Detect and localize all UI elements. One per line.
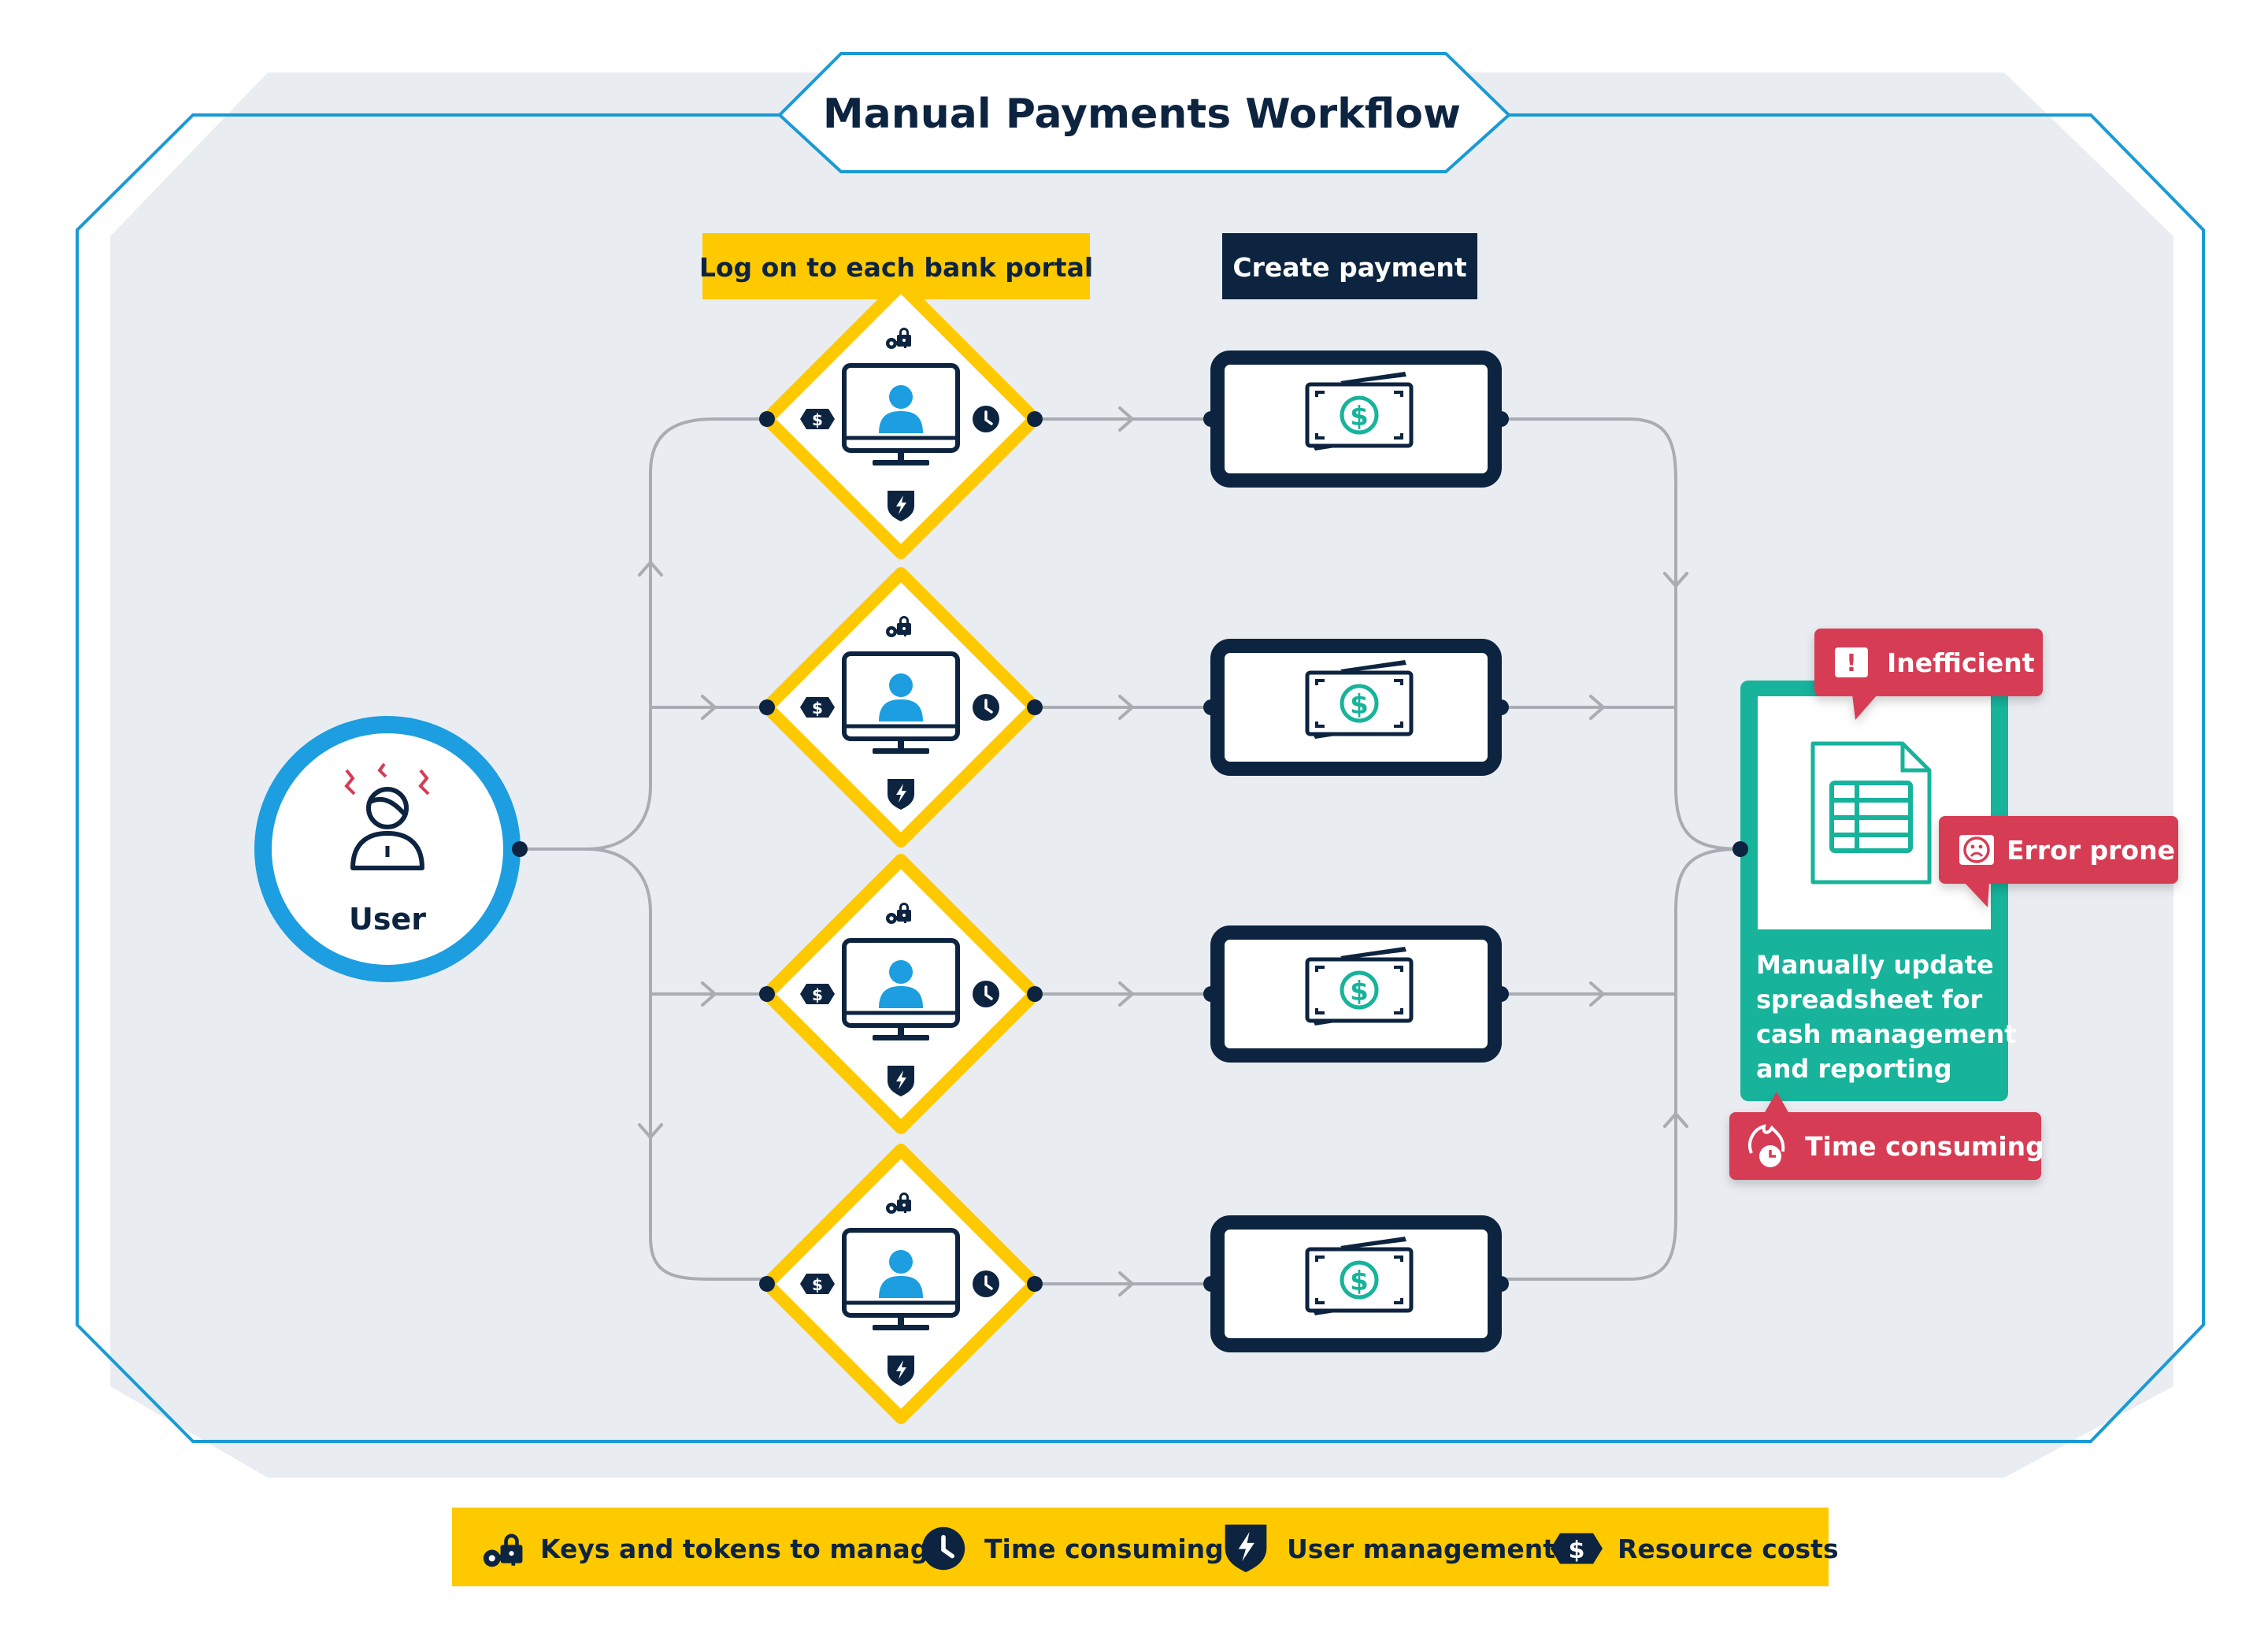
clock-icon xyxy=(922,1527,965,1570)
legend-user-management: User management xyxy=(1225,1524,1555,1573)
svg-text:Manually update spreadsh: Manually update spreadsheet for cash man… xyxy=(1756,950,2025,1084)
user-node: User xyxy=(254,716,528,982)
svg-text:Time consuming: Time consuming xyxy=(984,1534,1224,1564)
legend-resource-costs: Resource costs xyxy=(1551,1533,1839,1564)
alert-icon: ! xyxy=(1846,650,1857,677)
spreadsheet-text-line-3: cash management xyxy=(1756,1019,2017,1049)
spreadsheet-node: Manually update spreadsheet for cash man… xyxy=(1732,681,2025,1101)
burnout-clock-icon xyxy=(1748,1124,1785,1167)
svg-text:Error prone: Error prone xyxy=(2007,835,2175,866)
callout-error-prone: Error prone xyxy=(1939,816,2178,907)
sad-face-icon xyxy=(1963,836,1990,863)
title-banner: Manual Payments Workflow xyxy=(777,52,1511,173)
payment-card-3 xyxy=(1203,933,1509,1055)
stressed-user-icon xyxy=(344,762,430,870)
spreadsheet-icon xyxy=(1810,741,1932,885)
legend-keys: Keys and tokens to manage xyxy=(483,1534,947,1567)
frame-background xyxy=(110,72,2174,1478)
svg-text:Inefficient: Inefficient xyxy=(1887,647,2035,678)
svg-text:User management: User management xyxy=(1287,1534,1555,1564)
svg-text:Create payment: Create payment xyxy=(1232,252,1466,283)
user-label: User xyxy=(349,902,426,937)
connector-lines xyxy=(520,417,1741,1285)
spreadsheet-text-line-2: spreadsheet for xyxy=(1756,985,1983,1014)
svg-text:Resource costs: Resource costs xyxy=(1618,1534,1839,1564)
page-title: Manual Payments Workflow xyxy=(823,91,1461,138)
callout-time-consuming: Time consuming xyxy=(1729,1092,2044,1180)
payment-card-4 xyxy=(1203,1222,1509,1345)
create-payment-label: Create payment xyxy=(1222,233,1477,299)
callout-inefficient: ! Inefficient xyxy=(1814,629,2043,720)
payment-card-1 xyxy=(1203,358,1509,480)
dollar-icon xyxy=(1551,1533,1603,1564)
svg-text:Keys and tokens to manage: Keys and tokens to manage xyxy=(540,1534,947,1564)
logon-label: Log on to each bank portal xyxy=(699,233,1093,299)
spreadsheet-text-line-1: Manually update xyxy=(1756,950,1994,980)
spreadsheet-text-line-4: and reporting xyxy=(1756,1054,1952,1084)
svg-text:Time consuming: Time consuming xyxy=(1805,1131,2044,1162)
legend: Keys and tokens to manage Time consuming… xyxy=(452,1508,1839,1586)
svg-text:Log on to each bank portal: Log on to each bank portal xyxy=(699,252,1093,283)
payment-card-2 xyxy=(1203,646,1509,769)
legend-time: Time consuming xyxy=(922,1527,1224,1570)
